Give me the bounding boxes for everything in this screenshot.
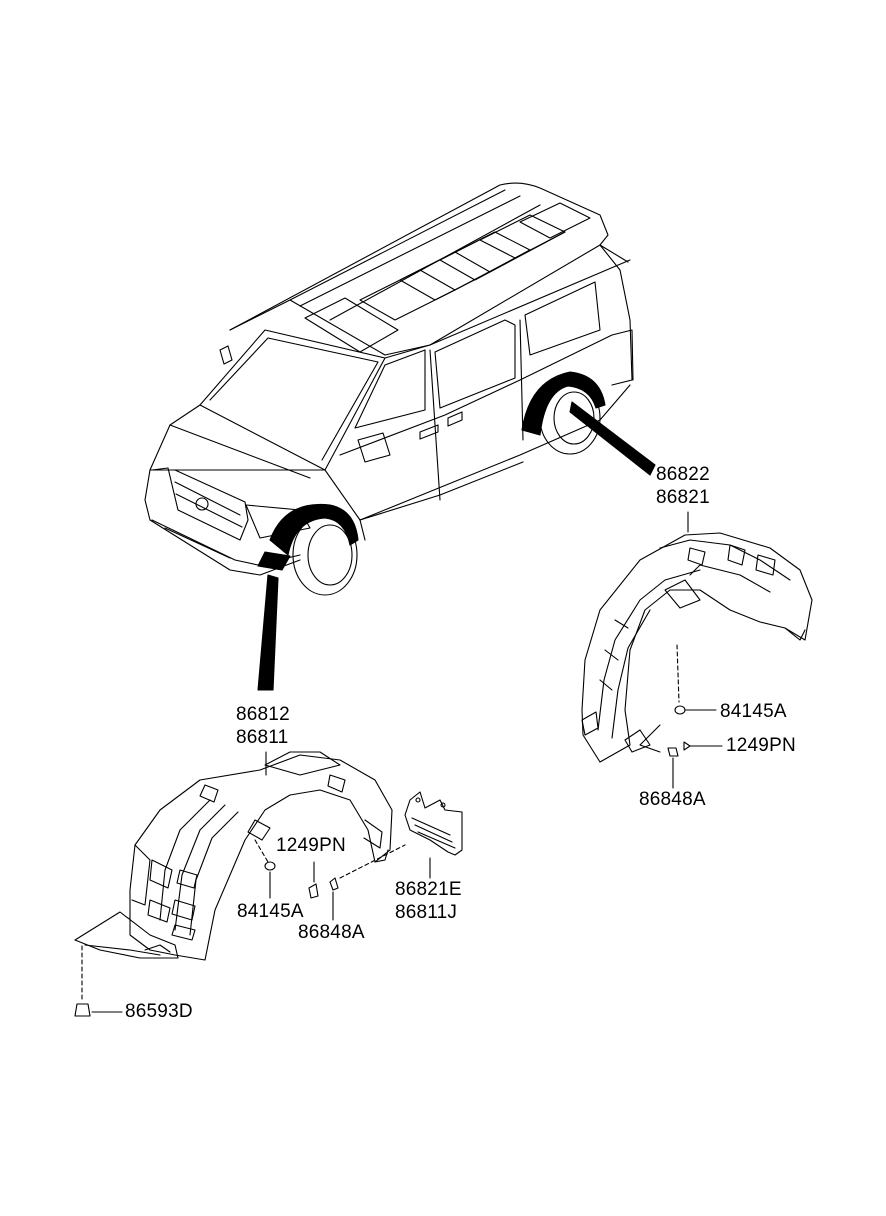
cover-bolt-icon: [74, 1003, 91, 1017]
label-cover-bolt: 86593D: [125, 1001, 193, 1022]
rear-nut-icon: [674, 705, 686, 715]
label-rear-nut: 84145A: [720, 701, 787, 722]
front-nut-icon: [264, 861, 276, 871]
rear-wheel-liner: [581, 532, 813, 763]
front-clip-dash: [339, 844, 406, 879]
front-nut-dash: [254, 839, 269, 863]
rear-screw-icon: [683, 741, 691, 751]
rear-clip-icon: [667, 747, 679, 757]
front-wheel-liner: [74, 751, 393, 961]
front-screw-icon: [308, 883, 319, 899]
label-rear-clip: 86848A: [639, 789, 706, 810]
label-front-liner-upper: 86812: [236, 704, 290, 725]
rear-leader-nut: [676, 644, 680, 703]
front-clip-icon: [329, 877, 339, 891]
label-rear-liner-upper: 86822: [656, 464, 710, 485]
rear-pointer: [569, 401, 656, 476]
label-front-nut: 84145A: [237, 901, 304, 922]
label-rear-screw: 1249PN: [726, 735, 796, 756]
van-illustration: [144, 182, 634, 596]
label-front-clip: 86848A: [298, 922, 365, 943]
label-front-liner-lower: 86811: [236, 727, 289, 748]
label-mudguard-upper: 86821E: [395, 879, 462, 900]
rear-leader-zigzag: [639, 724, 661, 753]
label-rear-liner-lower: 86821: [656, 487, 710, 508]
label-mudguard-lower: 86811J: [395, 902, 458, 923]
front-pointer: [257, 574, 279, 691]
mud-guard: [404, 791, 463, 856]
label-front-screw: 1249PN: [276, 835, 346, 856]
